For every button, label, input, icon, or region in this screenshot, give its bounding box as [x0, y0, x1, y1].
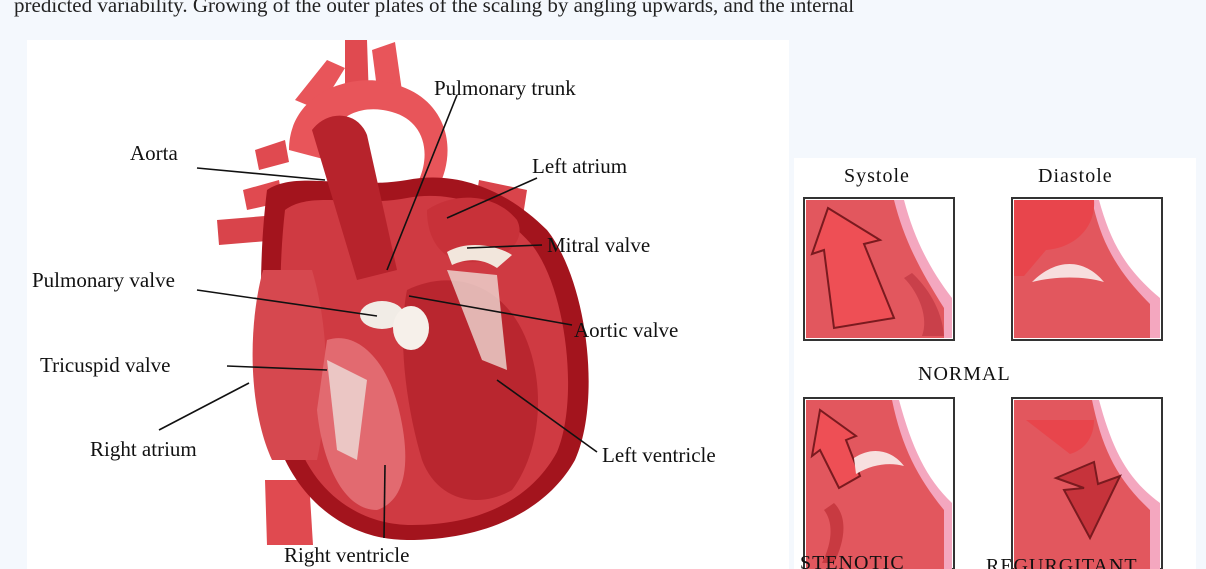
cropped-caption-text: predicted variability. Growing of the ou…	[0, 0, 1206, 20]
stenotic-panel	[804, 398, 954, 569]
label-systole: Systole	[844, 165, 910, 187]
label-left-atrium: Left atrium	[532, 154, 627, 178]
label-normal: NORMAL	[918, 363, 1011, 385]
label-stenotic: STENOTIC	[800, 552, 905, 569]
valve-states-panel: Systole Diastole NORMAL STENOTIC REGURGI…	[794, 158, 1196, 569]
regurgitant-panel	[1012, 398, 1162, 569]
normal-systole-panel	[804, 198, 954, 340]
label-left-ventricle: Left ventricle	[602, 443, 716, 467]
label-tricuspid-valve: Tricuspid valve	[40, 353, 170, 377]
label-right-atrium: Right atrium	[90, 437, 197, 461]
heart-anatomy-panel: Pulmonary trunk Aorta Left atrium Mitral…	[27, 40, 789, 569]
label-right-ventricle: Right ventricle	[284, 543, 409, 567]
label-pulmonary-valve: Pulmonary valve	[32, 268, 175, 292]
label-regurgitant: REGURGITANT	[986, 555, 1138, 569]
label-aortic-valve: Aortic valve	[574, 318, 678, 342]
right-atrium-region	[253, 270, 326, 460]
heart-illustration: Pulmonary trunk Aorta Left atrium Mitral…	[27, 40, 789, 569]
normal-diastole-panel	[1012, 198, 1162, 340]
label-mitral-valve: Mitral valve	[547, 233, 650, 257]
valve-states-illustration: Systole Diastole NORMAL STENOTIC REGURGI…	[794, 158, 1196, 569]
label-diastole: Diastole	[1038, 165, 1113, 187]
label-aorta: Aorta	[130, 141, 178, 165]
label-pulmonary-trunk: Pulmonary trunk	[434, 76, 576, 100]
